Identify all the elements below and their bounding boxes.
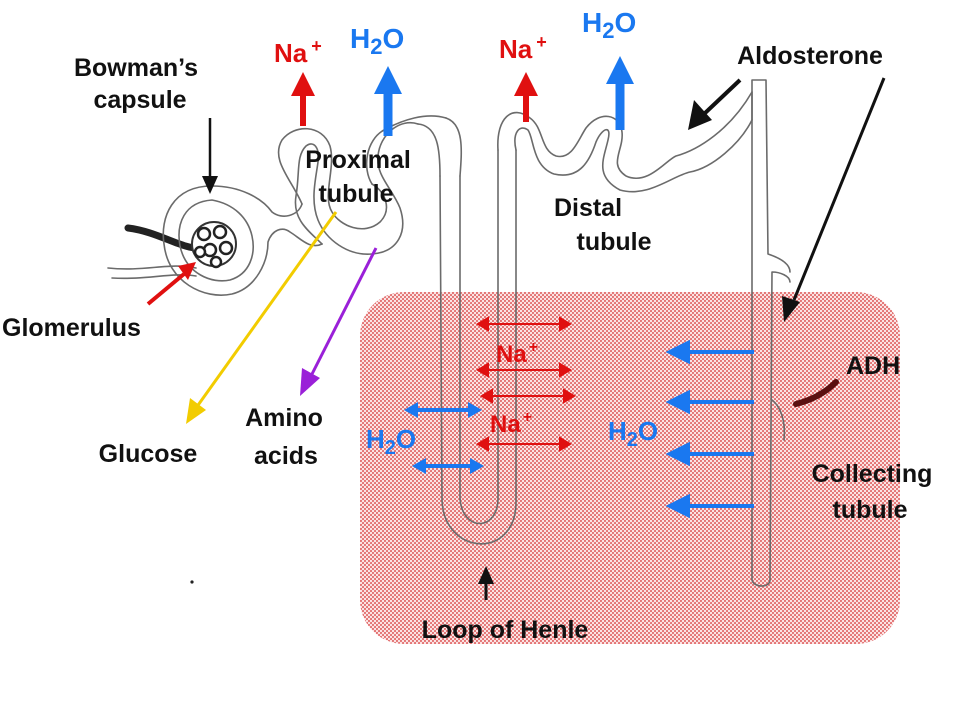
na-label-proximal: Na+ bbox=[274, 36, 322, 68]
bowmans-capsule-label-line2: capsule bbox=[93, 86, 186, 114]
distal-tubule-label-line1: Distal bbox=[554, 194, 622, 222]
h2o-subscript-medulla-collecting: 2 bbox=[627, 429, 638, 451]
h2o-subscript-distal: 2 bbox=[602, 18, 614, 43]
stray-dot bbox=[190, 580, 194, 584]
na-label-distal: Na+ bbox=[499, 32, 547, 64]
na-label-medulla-lower: Na+ bbox=[490, 409, 532, 438]
amino-acids-label-line2: acids bbox=[254, 442, 318, 470]
na-plus-sign-medulla-lower: + bbox=[523, 409, 532, 426]
glucose-label: Glucose bbox=[99, 440, 198, 468]
na-arrow-proximal bbox=[291, 72, 315, 126]
distal-tubule-shape bbox=[497, 91, 753, 193]
collecting-tubule-label-line2: tubule bbox=[833, 496, 908, 524]
h2o-arrow-proximal bbox=[374, 66, 402, 136]
aldosterone-pointer-arrow bbox=[688, 78, 742, 130]
collecting-h2o-arrows bbox=[665, 339, 754, 519]
amino-acids-arrow bbox=[300, 247, 378, 396]
adh-pointer-arrow bbox=[782, 77, 886, 322]
h2o-arrow-distal bbox=[606, 56, 634, 130]
proximal-tubule-label-line1: Proximal bbox=[305, 146, 411, 174]
glomerulus-label: Glomerulus bbox=[2, 314, 141, 342]
h2o-label-medulla-collecting: H2O bbox=[608, 416, 658, 451]
h2o-double-arrow-lower bbox=[412, 458, 484, 474]
adh-hormone-arrow bbox=[793, 379, 839, 407]
bowmans-capsule-shape bbox=[162, 185, 323, 296]
na-plus-sign-medulla-upper: + bbox=[529, 339, 538, 356]
na-plus-sign-distal: + bbox=[536, 32, 547, 52]
distal-tubule-label-line2: tubule bbox=[577, 228, 652, 256]
h2o-label-medulla-loop: H2O bbox=[366, 424, 416, 459]
medulla-region bbox=[360, 292, 900, 644]
bowmans-pointer-arrow bbox=[202, 118, 218, 194]
glucose-arrow bbox=[186, 211, 338, 424]
h2o-label-distal: H2O bbox=[582, 7, 636, 43]
glomerulus-pointer-arrow bbox=[146, 262, 196, 306]
proximal-tubule-label-line2: tubule bbox=[319, 180, 394, 208]
h2o-subscript-medulla-loop: 2 bbox=[385, 437, 396, 459]
loop-pointer-arrow bbox=[478, 566, 494, 600]
na-double-arrows bbox=[476, 316, 576, 452]
na-label-medulla-upper: Na+ bbox=[496, 339, 538, 368]
h2o-subscript-proximal: 2 bbox=[370, 34, 382, 59]
collecting-tubule-label-line1: Collecting bbox=[812, 460, 933, 488]
loop-of-henle-label: Loop of Henle bbox=[422, 616, 589, 644]
collecting-tubule-shape bbox=[751, 79, 791, 587]
loop-of-henle-shape bbox=[439, 149, 517, 545]
h2o-label-proximal: H2O bbox=[350, 23, 404, 59]
aldosterone-label: Aldosterone bbox=[737, 42, 883, 70]
glomerulus-tuft bbox=[191, 221, 237, 269]
bowmans-capsule-label-line1: Bowman’s bbox=[74, 54, 198, 82]
na-arrow-distal bbox=[514, 72, 538, 122]
adh-label: ADH bbox=[846, 352, 900, 380]
amino-acids-label-line1: Amino bbox=[245, 404, 323, 432]
na-plus-sign-proximal: + bbox=[311, 36, 322, 56]
h2o-double-arrow-upper bbox=[404, 402, 482, 418]
